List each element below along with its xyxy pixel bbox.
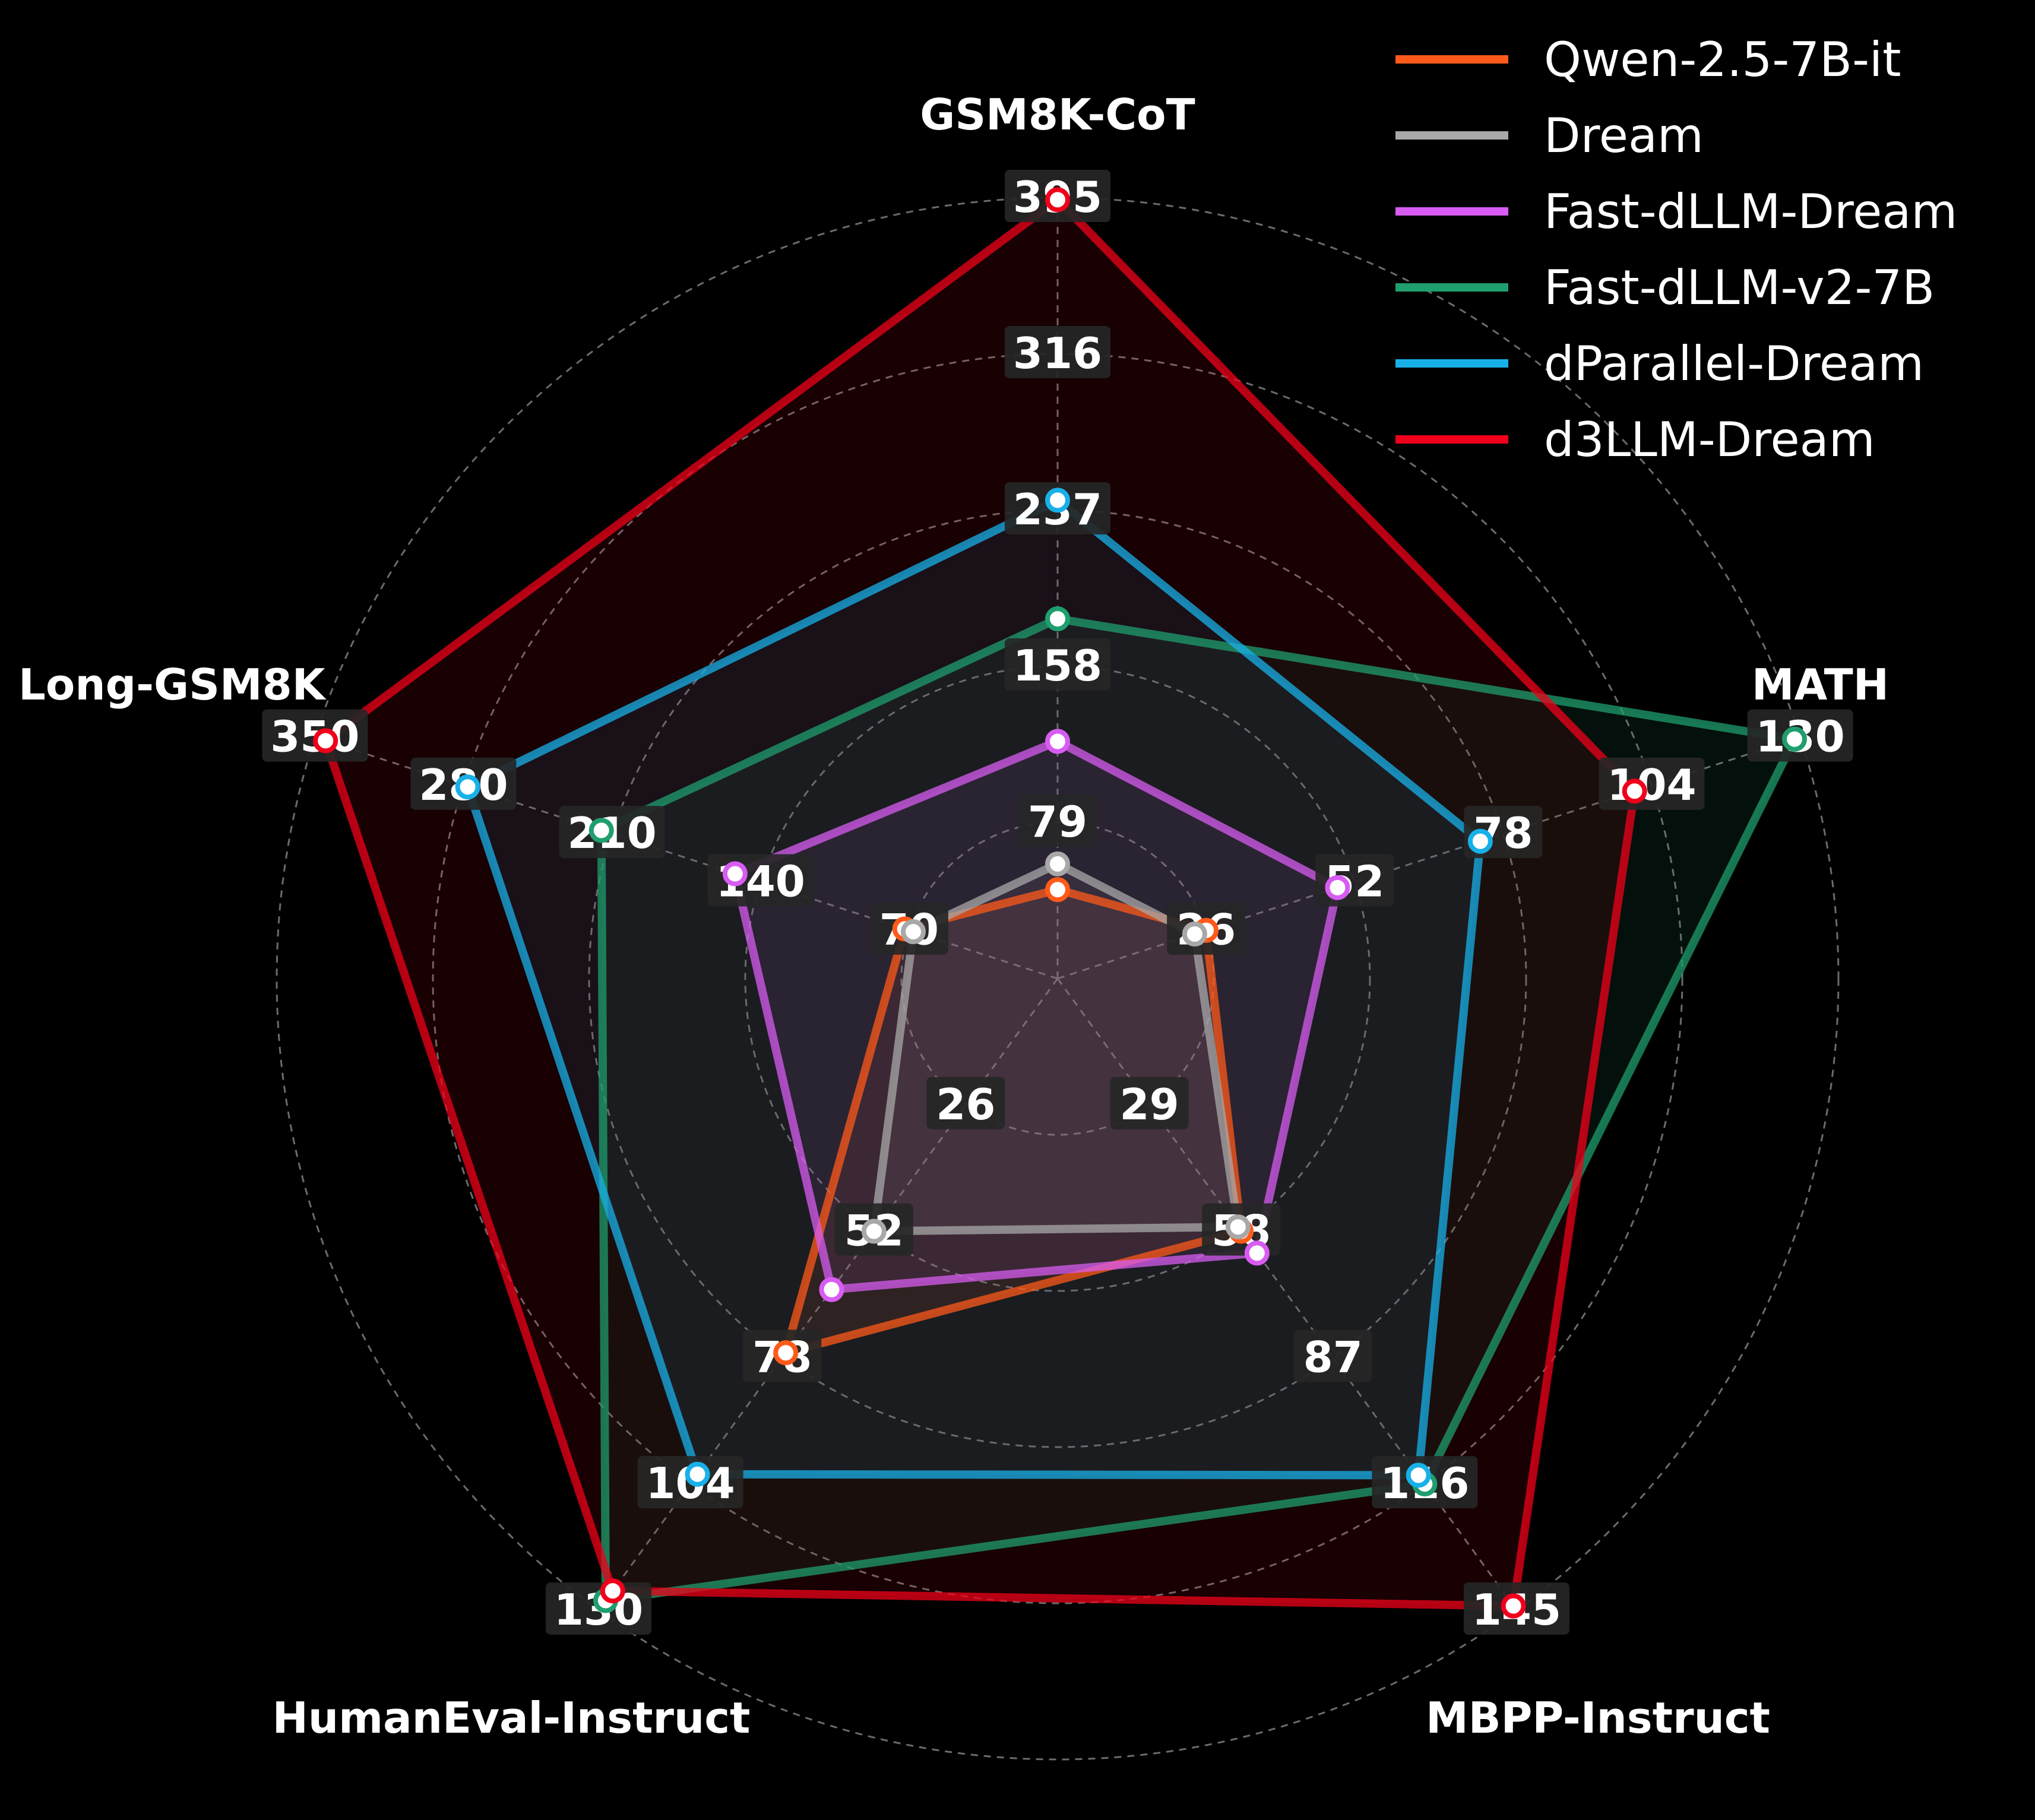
- legend: Qwen-2.5-7B-itDreamFast-dLLM-DreamFast-d…: [1395, 32, 1957, 467]
- axis-titles: GSM8K-CoT MATH MBPP-Instruct HumanEval-Inst…: [18, 90, 1889, 1743]
- data-point: [861, 1218, 887, 1244]
- grid-circle: [588, 509, 1527, 1448]
- series-line: [730, 736, 1343, 1294]
- data-point: [1622, 778, 1647, 804]
- tick-label: 158: [1013, 641, 1102, 691]
- data-point: [1244, 1240, 1270, 1266]
- data-point: [1045, 729, 1070, 754]
- tick-label: 104: [1607, 760, 1696, 810]
- axis-title: Long-GSM8K: [18, 660, 327, 710]
- tick-label: 87: [1303, 1332, 1363, 1382]
- data-point: [1501, 1593, 1526, 1619]
- legend-label: Fast-dLLM-Dream: [1544, 184, 1957, 239]
- legend-label: Qwen-2.5-7B-it: [1544, 32, 1901, 87]
- grid-circle: [276, 197, 1840, 1761]
- data-point: [588, 818, 614, 843]
- data-point: [1325, 875, 1350, 900]
- series-points: [313, 187, 1808, 1619]
- data-point: [600, 1578, 625, 1604]
- data-point: [1045, 488, 1070, 513]
- tick-label-box: [1293, 1330, 1372, 1382]
- grid-circle: [744, 665, 1371, 1292]
- data-point: [901, 919, 926, 945]
- axis-title: GSM8K-CoT: [920, 90, 1195, 140]
- legend-label: Dream: [1544, 108, 1704, 163]
- data-point: [1045, 606, 1070, 632]
- tick-label: 29: [1119, 1080, 1179, 1129]
- legend-label: d3LLM-Dream: [1544, 412, 1875, 467]
- tick-label-box: [1018, 795, 1097, 847]
- legend-label: dParallel-Dream: [1544, 336, 1924, 391]
- tick-label-box: [1005, 326, 1110, 378]
- series-fill: [874, 863, 1238, 1232]
- series-line: [463, 495, 1485, 1480]
- tick-label: 316: [1013, 328, 1102, 378]
- tick-label-box: [1005, 638, 1110, 691]
- axis-title: MATH: [1752, 660, 1889, 710]
- data-point: [722, 861, 748, 887]
- data-point: [1045, 851, 1070, 876]
- tick-label-box: [926, 1077, 1005, 1129]
- data-point: [1045, 877, 1070, 903]
- tick-label-box: [1110, 1077, 1189, 1129]
- data-point: [1406, 1463, 1431, 1488]
- data-point: [1225, 1214, 1251, 1240]
- axis-title: MBPP-Instruct: [1426, 1693, 1770, 1743]
- data-point: [819, 1277, 844, 1302]
- data-point: [1045, 187, 1070, 213]
- data-point: [1782, 726, 1808, 752]
- legend-label: Fast-dLLM-v2-7B: [1544, 260, 1935, 315]
- data-point: [313, 728, 338, 754]
- axis-title: HumanEval-Instruct: [273, 1693, 751, 1743]
- data-point: [1467, 828, 1493, 854]
- data-point: [773, 1340, 799, 1366]
- data-point: [1182, 921, 1207, 947]
- data-point: [685, 1461, 710, 1487]
- series-line: [320, 194, 1640, 1610]
- data-point: [455, 774, 480, 800]
- tick-label: 79: [1028, 797, 1087, 847]
- series-line: [597, 614, 1801, 1606]
- series-fill: [601, 619, 1795, 1601]
- tick-label: 26: [936, 1080, 995, 1129]
